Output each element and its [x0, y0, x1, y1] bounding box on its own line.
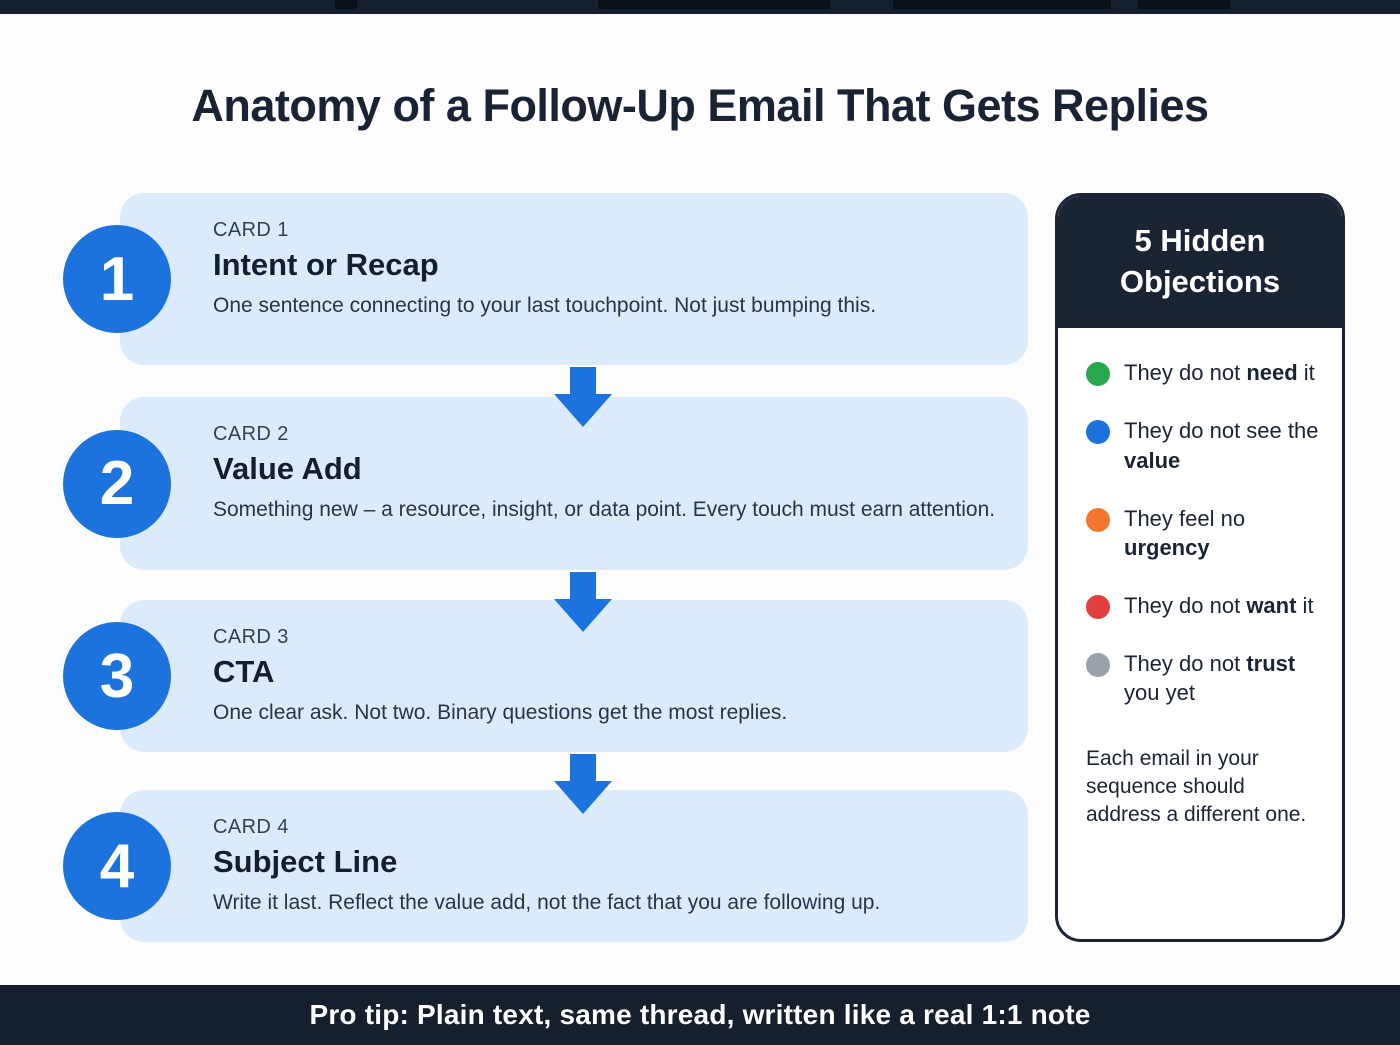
objection-text: They do not need it [1124, 360, 1315, 386]
objection-item: They feel no urgency [1086, 504, 1324, 562]
step-number-badge: 4 [63, 812, 171, 920]
step-number: 1 [99, 244, 135, 314]
step-card-subject-line: 4 CARD 4 Subject Line Write it last. Ref… [63, 790, 1028, 942]
top-edge-artifact [893, 0, 1111, 9]
objection-item: They do not see the value [1086, 416, 1324, 474]
bullet-dot-blue [1086, 420, 1110, 445]
card-label: CARD 2 [213, 423, 289, 445]
pro-tip-bar: Pro tip: Plain text, same thread, writte… [0, 985, 1400, 1045]
objections-note: Each email in your sequence should addre… [1086, 746, 1307, 826]
step-number-badge: 2 [63, 429, 171, 538]
card-title: Subject Line [213, 844, 398, 879]
down-arrow-icon [554, 367, 612, 427]
card-label: CARD 1 [213, 219, 289, 241]
objections-panel-title: 5 Hidden Objections [1058, 196, 1342, 329]
top-edge-artifact [598, 0, 830, 9]
card-body: One clear ask. Not two. Binary questions… [213, 701, 788, 724]
step-number: 2 [99, 449, 135, 518]
top-edge-strip [0, 0, 1400, 14]
arrow-shaft [570, 754, 596, 781]
objection-text: They do not want it [1124, 592, 1314, 618]
step-number-badge: 3 [63, 622, 171, 730]
objection-text: They do not see the value [1124, 418, 1319, 473]
arrow-head [554, 781, 612, 814]
bullet-dot-gray [1086, 652, 1110, 677]
arrow-head [554, 599, 612, 632]
step-number-badge: 1 [63, 225, 171, 333]
step-number: 3 [99, 641, 135, 711]
top-edge-artifact [335, 0, 357, 9]
arrow-shaft [570, 367, 596, 394]
step-card-intent: 1 CARD 1 Intent or Recap One sentence co… [63, 193, 1028, 365]
card-title: Intent or Recap [213, 247, 439, 282]
bullet-dot-green [1086, 362, 1110, 387]
objection-item: They do not need it [1086, 358, 1324, 387]
objection-item: They do not want it [1086, 591, 1324, 620]
step-number: 4 [99, 831, 135, 901]
bullet-dot-red [1086, 594, 1110, 619]
card-label: CARD 4 [213, 816, 289, 838]
card-body: One sentence connecting to your last tou… [213, 294, 877, 317]
card-body: Something new – a resource, insight, or … [213, 498, 996, 521]
down-arrow-icon [554, 572, 612, 632]
objection-text: They do not trust you yet [1124, 650, 1296, 705]
objections-panel: 5 Hidden Objections They do not need it … [1055, 193, 1345, 942]
pro-tip-text: Pro tip: Plain text, same thread, writte… [309, 999, 1091, 1030]
objection-item: They do not trust you yet [1086, 649, 1324, 707]
arrow-shaft [570, 572, 596, 599]
card-body: Write it last. Reflect the value add, no… [213, 891, 881, 914]
objection-text: They feel no urgency [1124, 505, 1246, 560]
bullet-dot-orange [1086, 507, 1110, 532]
top-edge-artifact [1138, 0, 1230, 9]
down-arrow-icon [554, 754, 612, 814]
arrow-head [554, 394, 612, 427]
card-label: CARD 3 [213, 626, 289, 648]
card-title: Value Add [213, 451, 362, 486]
page-title: Anatomy of a Follow-Up Email That Gets R… [191, 80, 1209, 131]
card-title: CTA [213, 654, 275, 689]
objections-list: They do not need it They do not see the … [1058, 358, 1342, 706]
